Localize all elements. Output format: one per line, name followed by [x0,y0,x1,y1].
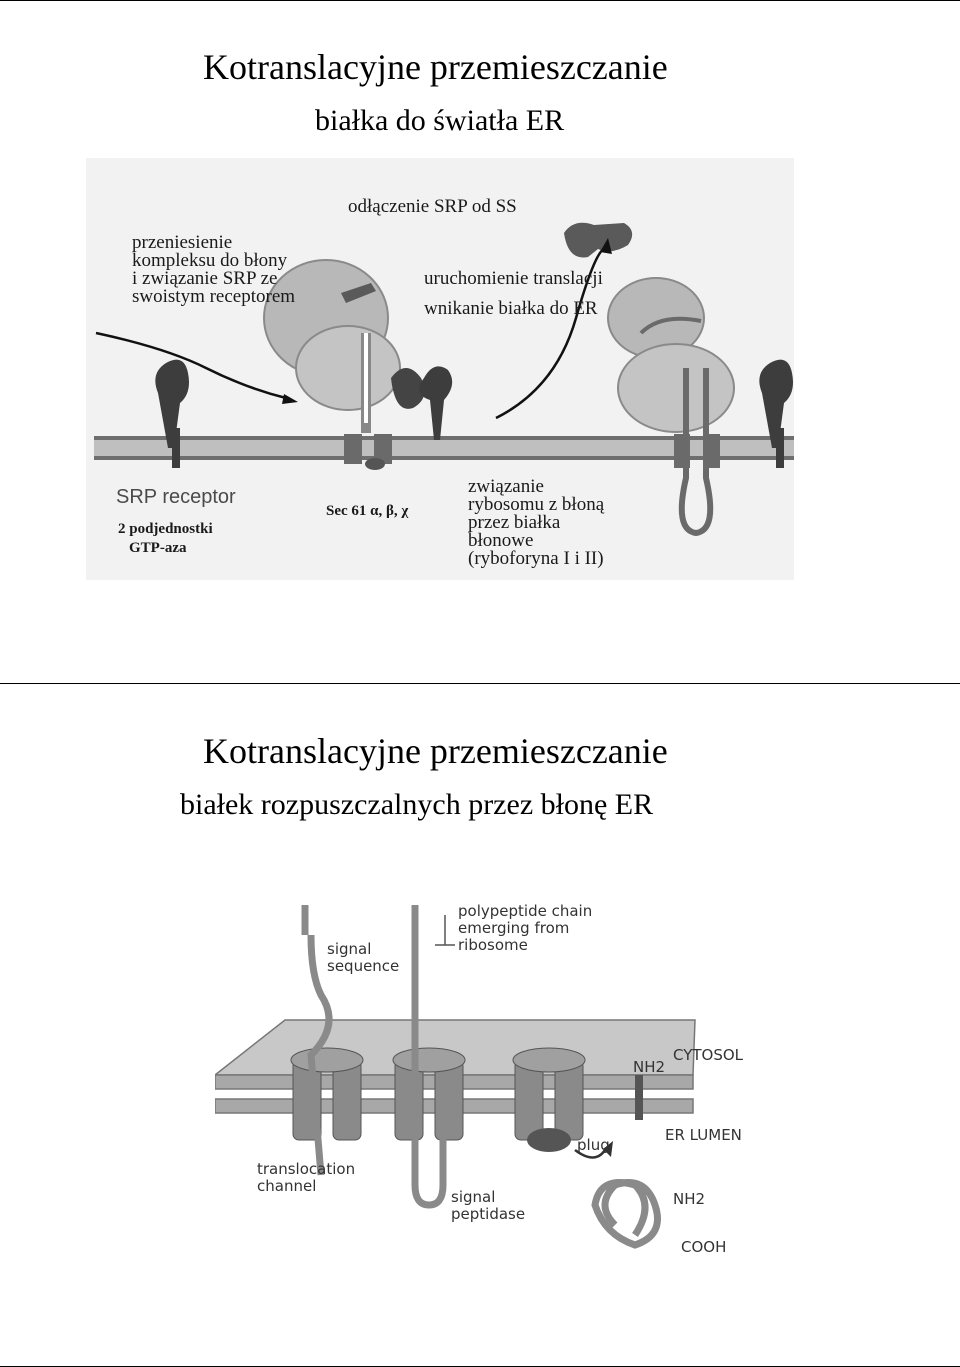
slide-2-subtitle: białek rozpuszczalnych przez błonę ER [180,788,654,821]
label-cytosol: CYTOSOL [673,1046,744,1064]
nascent-chain-loop [678,368,714,537]
signal-sequence-chain [301,905,333,1176]
label-transfer: przeniesienie kompleksu do błony i związ… [132,232,296,307]
release-arrow [495,246,607,420]
label-signal-peptidase: signal peptidase [451,1188,526,1223]
page-top-border [0,0,960,1]
slide-2-title: Kotranslacyjne przemieszczanie [203,731,668,771]
label-detach: odłączenie SRP od SS [348,196,517,217]
srp-receptor-right [759,359,793,468]
label-binding: związanie rybosomu z błoną przez białka … [468,476,605,569]
label-plug: plug [577,1136,610,1154]
label-nh2-top: NH2 [633,1058,666,1076]
label-gtpase: GTP-aza [129,540,187,556]
label-sec61: Sec 61 α, β, χ [326,503,409,519]
srp-particle-1 [341,283,453,440]
polypeptide-loop [411,905,447,1209]
label-subunits: 2 podjednostki [118,521,213,537]
slide-1-subtitle: białka do światła ER [315,104,565,137]
plug-arrow [603,1141,613,1157]
label-nh2-bottom: NH2 [673,1190,706,1208]
srp-receptor-left [155,359,189,468]
translocation-channel-1 [290,1047,364,1141]
srp-cycle-diagram [86,158,794,580]
label-er-lumen: ER LUMEN [665,1126,742,1144]
label-polypeptide: polypeptide chain emerging from ribosome [458,902,593,954]
label-srp-receptor: SRP receptor [116,486,236,508]
er-membrane [94,438,794,458]
nh2-anchor [635,1075,643,1120]
channel-plug [527,1128,571,1152]
folded-protein [591,1179,661,1249]
translocation-channel-3 [512,1047,586,1152]
translocation-channel-2 [392,1047,466,1141]
label-translocation-channel: translocation channel [257,1160,356,1195]
slide-1-title: Kotranslacyjne przemieszczanie [203,47,668,87]
translocation-diagram [212,905,696,1249]
translocon-1-right [374,434,392,464]
label-cooh: COOH [681,1238,727,1256]
translocon-1-left [344,434,362,464]
translocon-1-plug [365,458,385,470]
transfer-arrow [95,331,287,400]
label-start-translation: uruchomienie translacji [424,268,603,289]
label-signal-sequence: signal sequence [327,940,400,975]
slide-divider [0,683,960,684]
translocation-figure: polypeptide chain emerging from ribosome… [212,895,765,1275]
srp-cycle-figure: przeniesienie kompleksu do błony i związ… [86,158,794,580]
srp-released [564,222,633,258]
label-entry: wnikanie białka do ER [424,298,598,319]
